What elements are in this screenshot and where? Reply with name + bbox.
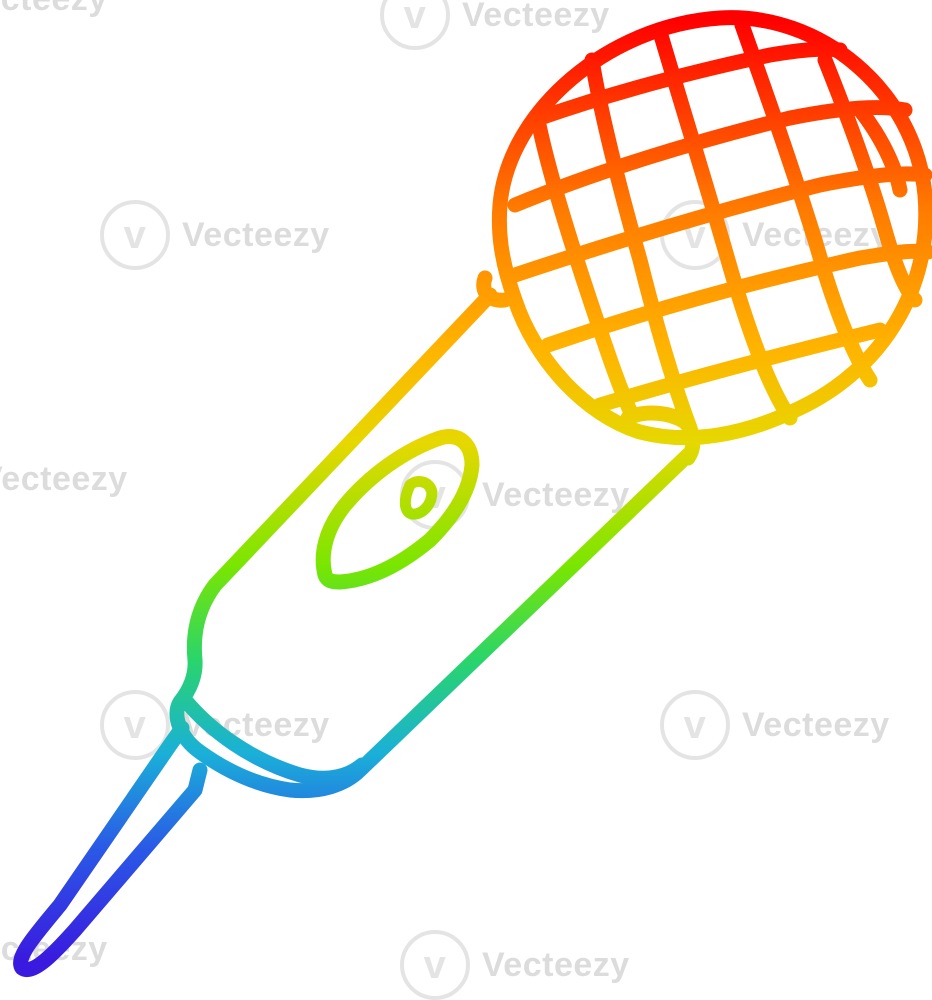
grille-line: [592, 322, 888, 413]
microphone-head: [491, 10, 932, 446]
head-highlight: [852, 102, 908, 198]
grille-line: [530, 112, 640, 423]
microphone-cable: [13, 720, 208, 977]
grille-line: [817, 52, 923, 308]
grille-line: [507, 100, 913, 213]
grille-line: [532, 41, 848, 126]
grille-line: [540, 243, 932, 353]
handle-end-cap: [177, 692, 370, 786]
microphone-handle: [169, 287, 696, 799]
grille-line: [652, 24, 798, 426]
microphone-switch: [315, 429, 480, 590]
switch-button: [399, 476, 438, 520]
